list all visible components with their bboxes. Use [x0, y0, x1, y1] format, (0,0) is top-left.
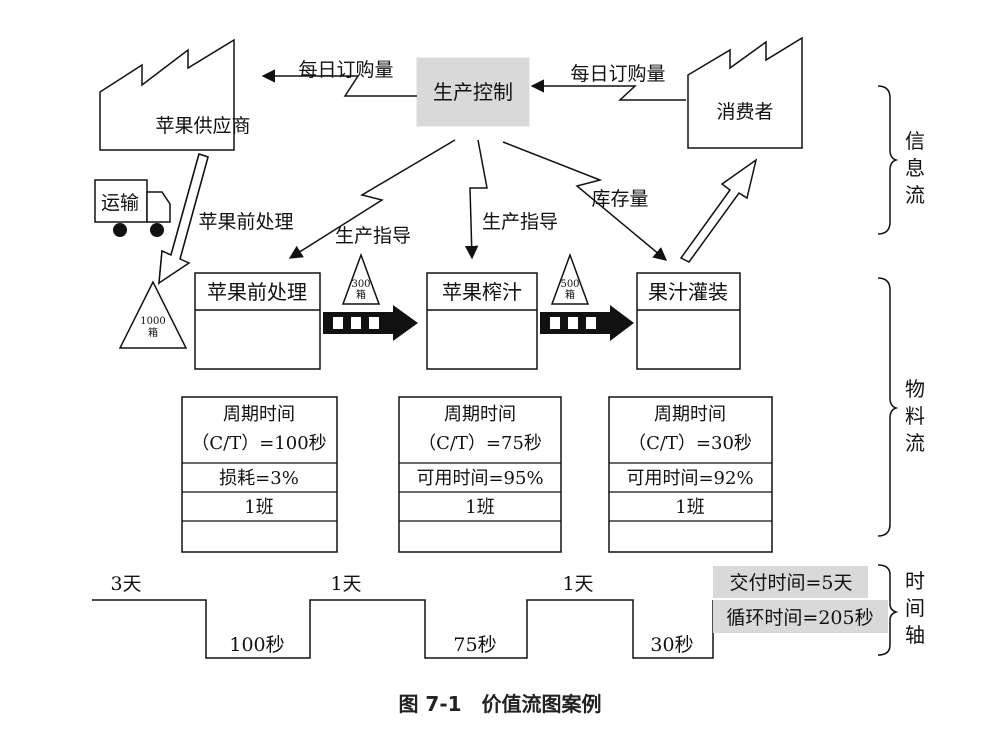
production-control-label: 生产控制 — [433, 80, 513, 104]
cycle-time-value: （C/T）=100秒 — [191, 433, 326, 454]
consumer-factory: 消费者 — [687, 36, 803, 149]
availability-value: 可用时间=92% — [626, 468, 753, 489]
process-juicing: 苹果榨汁 — [426, 272, 538, 370]
consumer-shipment-arrow — [679, 158, 758, 263]
inventory-label: 库存量 — [591, 188, 648, 210]
process-filling: 果汁灌装 — [636, 272, 741, 370]
truck: 运输 — [94, 179, 171, 237]
inventory-triangle-500: 500 箱 — [550, 252, 590, 305]
delivery-time: 交付时间=5天 — [729, 572, 852, 594]
process-time-3: 30秒 — [650, 634, 693, 656]
info-flow-char-1: 信 — [905, 129, 925, 153]
production-control: 生产控制 — [416, 57, 530, 127]
shift-value: 1班 — [465, 497, 494, 518]
process-time-1: 100秒 — [229, 634, 284, 656]
inventory-triangle-raw: 1000 箱 — [118, 280, 188, 349]
supplier-factory: 苹果供应商 — [99, 38, 251, 151]
brace-material-flow — [877, 277, 899, 537]
process-juicing-title: 苹果榨汁 — [442, 280, 522, 304]
inventory-arrow — [502, 141, 668, 261]
process-filling-title: 果汁灌装 — [648, 280, 728, 304]
inventory-300-qty: 300 — [351, 279, 370, 290]
material-flow-char-1: 物 — [905, 377, 925, 401]
guide2-label: 生产指导 — [482, 211, 558, 233]
transport-label: 运输 — [101, 192, 139, 214]
supplier-label: 苹果供应商 — [155, 115, 250, 137]
inventory-500-qty: 500 — [560, 279, 579, 290]
daily-order-arrow-left — [261, 69, 417, 97]
loss-value: 损耗=3% — [219, 468, 299, 489]
guide-arrow-juicing — [464, 139, 488, 260]
inventory-raw-unit: 箱 — [148, 326, 158, 339]
inventory-300-unit: 箱 — [356, 288, 366, 301]
consumer-label: 消费者 — [716, 101, 773, 123]
cycle-time-value: （C/T）=75秒 — [418, 433, 542, 454]
supplier-shipment-arrow-body — [158, 153, 209, 285]
timeline-summary: 交付时间=5天 循环时间=205秒 — [713, 566, 888, 633]
preprocess-arrow-label: 苹果前处理 — [198, 211, 293, 233]
wait-time-3: 1天 — [562, 573, 593, 595]
guide-arrow-preprocess — [288, 139, 456, 259]
time-axis-char-1: 时 — [905, 569, 925, 593]
push-arrow-2 — [540, 305, 634, 341]
shift-value: 1班 — [244, 497, 273, 518]
timeline-ladder — [92, 599, 714, 659]
wait-time-1: 3天 — [110, 573, 141, 595]
material-flow-char-2: 料 — [905, 404, 925, 428]
cycle-time-total: 循环时间=205秒 — [726, 607, 873, 629]
figure-caption: 图 7-1 价值流图案例 — [398, 692, 601, 716]
data-box-preprocessing: 周期时间 （C/T）=100秒 损耗=3% 1班 — [181, 396, 338, 553]
guide1-label: 生产指导 — [335, 225, 411, 247]
time-axis-char-3: 轴 — [905, 623, 925, 647]
process-preprocessing: 苹果前处理 — [194, 272, 321, 370]
daily-order-arrow-right — [530, 79, 686, 101]
info-flow-char-3: 流 — [905, 183, 925, 207]
cycle-time-label: 周期时间 — [223, 404, 295, 425]
daily-order-right-label: 每日订购量 — [570, 63, 665, 85]
daily-order-left-label: 每日订购量 — [298, 59, 393, 81]
inventory-triangle-300: 300 箱 — [341, 252, 381, 305]
time-axis-char-2: 间 — [905, 596, 925, 620]
shift-value: 1班 — [675, 497, 704, 518]
push-arrow-1 — [323, 305, 418, 341]
inventory-500-unit: 箱 — [565, 288, 575, 301]
brace-info-flow — [877, 85, 899, 235]
process-time-2: 75秒 — [453, 634, 496, 656]
cycle-time-label: 周期时间 — [654, 404, 726, 425]
material-flow-char-3: 流 — [905, 431, 925, 455]
inventory-raw-qty: 1000 — [140, 316, 165, 327]
data-box-filling: 周期时间 （C/T）=30秒 可用时间=92% 1班 — [608, 396, 773, 553]
process-preprocessing-title: 苹果前处理 — [207, 280, 307, 304]
brace-time-axis — [877, 564, 899, 656]
cycle-time-value: （C/T）=30秒 — [628, 433, 752, 454]
data-box-juicing: 周期时间 （C/T）=75秒 可用时间=95% 1班 — [398, 396, 562, 553]
cycle-time-label: 周期时间 — [444, 404, 516, 425]
wait-time-2: 1天 — [330, 573, 361, 595]
availability-value: 可用时间=95% — [416, 468, 543, 489]
info-flow-char-2: 息 — [905, 156, 925, 180]
